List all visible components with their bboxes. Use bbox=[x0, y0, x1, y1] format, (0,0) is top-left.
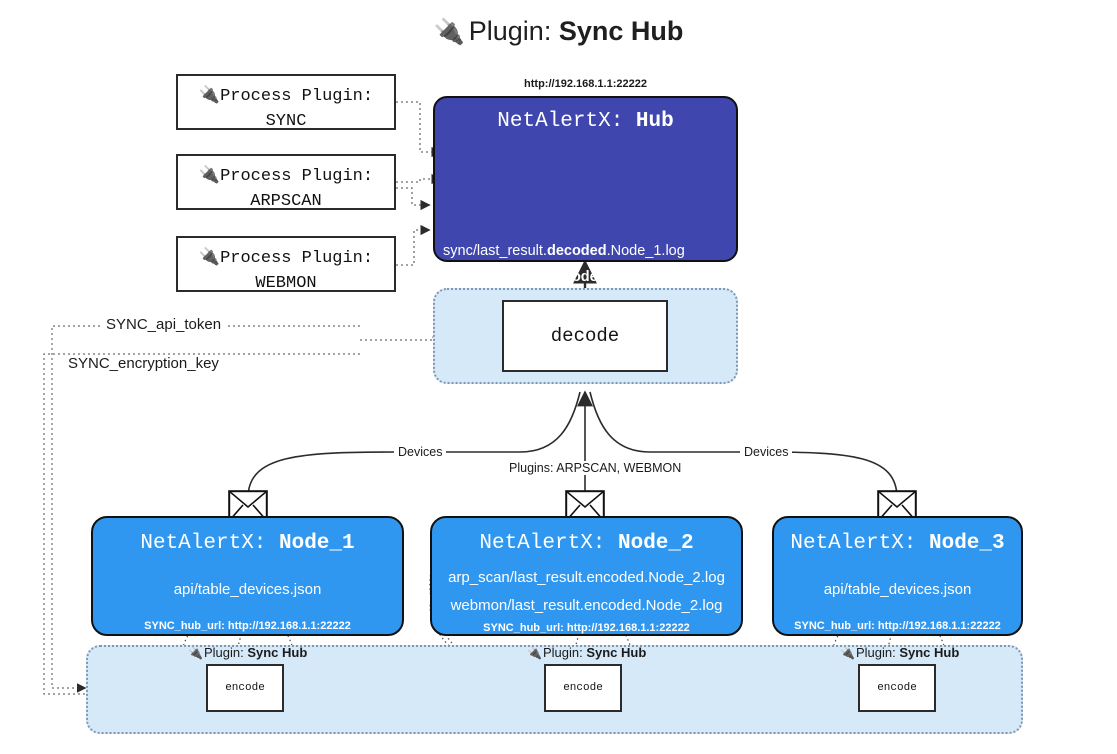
node-title: NetAlertX: Node_3 bbox=[790, 532, 1005, 555]
encode-box-node-1[interactable]: encode bbox=[206, 664, 284, 712]
plugin-tag-node-2: 🔌Plugin: Sync Hub bbox=[527, 645, 647, 660]
hub-log-line: sync/last_result.decoded.Node_3.log bbox=[443, 269, 685, 285]
sync-api-token-label: SYNC_api_token bbox=[101, 316, 227, 333]
plug-icon: 🔌 bbox=[188, 646, 203, 660]
process-plugin-label: 🔌Process Plugin: bbox=[198, 87, 374, 106]
envelope-icon bbox=[228, 490, 268, 522]
node-title: NetAlertX: Node_1 bbox=[140, 532, 355, 555]
decode-label: decode bbox=[550, 325, 620, 347]
plugin-tag-node-1: 🔌Plugin: Sync Hub bbox=[188, 645, 308, 660]
hub-url-label: http://192.168.1.1:22222 bbox=[524, 78, 647, 90]
sync-encryption-key-label: SYNC_encryption_key bbox=[63, 355, 224, 372]
node-box-node-2[interactable]: NetAlertX: Node_2 arp_scan/last_result.e… bbox=[430, 516, 743, 636]
process-plugin-label: 🔌Process Plugin: bbox=[198, 167, 374, 186]
node-log-line: api/table_devices.json bbox=[173, 581, 322, 598]
hub-log-line: sync/last_result.decoded.Node_1.log bbox=[443, 243, 685, 259]
plug-icon: 🔌 bbox=[198, 87, 221, 106]
encode-label: encode bbox=[563, 682, 603, 694]
page-title-name: Sync Hub bbox=[558, 16, 684, 46]
encode-label: encode bbox=[877, 682, 917, 694]
hub-title-name: Hub bbox=[635, 110, 674, 133]
edge-label-devices-left: Devices bbox=[394, 445, 447, 459]
hub-title-prefix: NetAlertX: bbox=[497, 110, 636, 133]
encode-label: encode bbox=[225, 682, 265, 694]
plug-icon: 🔌 bbox=[198, 167, 221, 186]
node-log-line: api/table_devices.json bbox=[823, 581, 972, 598]
encode-box-node-3[interactable]: encode bbox=[858, 664, 936, 712]
plug-icon: 🔌 bbox=[433, 18, 465, 46]
hub-box[interactable]: NetAlertX: Hub sync/last_result.decoded.… bbox=[433, 96, 738, 336]
page-title-prefix: Plugin: bbox=[468, 16, 559, 46]
node-log-line: webmon/last_result.encoded.Node_2.log bbox=[450, 597, 723, 614]
plug-icon: 🔌 bbox=[198, 249, 221, 268]
process-plugin-name: SYNC bbox=[265, 111, 307, 131]
node-log-line: arp_scan/last_result.encoded.Node_2.log bbox=[448, 569, 725, 586]
hub-title: NetAlertX: Hub bbox=[435, 110, 736, 133]
process-plugin-box-webmon[interactable]: 🔌Process Plugin: WEBMON bbox=[176, 236, 396, 293]
node-box-node-1[interactable]: NetAlertX: Node_1 api/table_devices.json… bbox=[91, 516, 404, 636]
node-hub-url: SYNC_hub_url: http://192.168.1.1:22222 bbox=[483, 622, 690, 634]
encode-box-node-2[interactable]: encode bbox=[544, 664, 622, 712]
edge-label-plugins-center: Plugins: ARPSCAN, WEBMON bbox=[505, 461, 686, 475]
plug-icon: 🔌 bbox=[840, 646, 855, 660]
edge-label-devices-right: Devices bbox=[740, 445, 793, 459]
page-title: 🔌Plugin: Sync Hub bbox=[0, 16, 1117, 47]
process-plugin-box-sync[interactable]: 🔌Process Plugin: SYNC bbox=[176, 74, 396, 131]
process-plugin-box-arpscan[interactable]: 🔌Process Plugin: ARPSCAN bbox=[176, 154, 396, 211]
node-box-node-3[interactable]: NetAlertX: Node_3 api/table_devices.json… bbox=[772, 516, 1023, 636]
process-plugin-name: ARPSCAN bbox=[250, 191, 322, 211]
decode-box[interactable]: decode bbox=[502, 300, 668, 372]
plugin-tag-node-3: 🔌Plugin: Sync Hub bbox=[840, 645, 960, 660]
plug-icon: 🔌 bbox=[527, 646, 542, 660]
node-hub-url: SYNC_hub_url: http://192.168.1.1:22222 bbox=[144, 620, 351, 632]
process-plugin-name: WEBMON bbox=[255, 273, 317, 293]
node-title: NetAlertX: Node_2 bbox=[479, 532, 694, 555]
process-plugin-label: 🔌Process Plugin: bbox=[198, 249, 374, 268]
node-hub-url: SYNC_hub_url: http://192.168.1.1:22222 bbox=[794, 620, 1001, 632]
envelope-icon bbox=[565, 490, 605, 522]
